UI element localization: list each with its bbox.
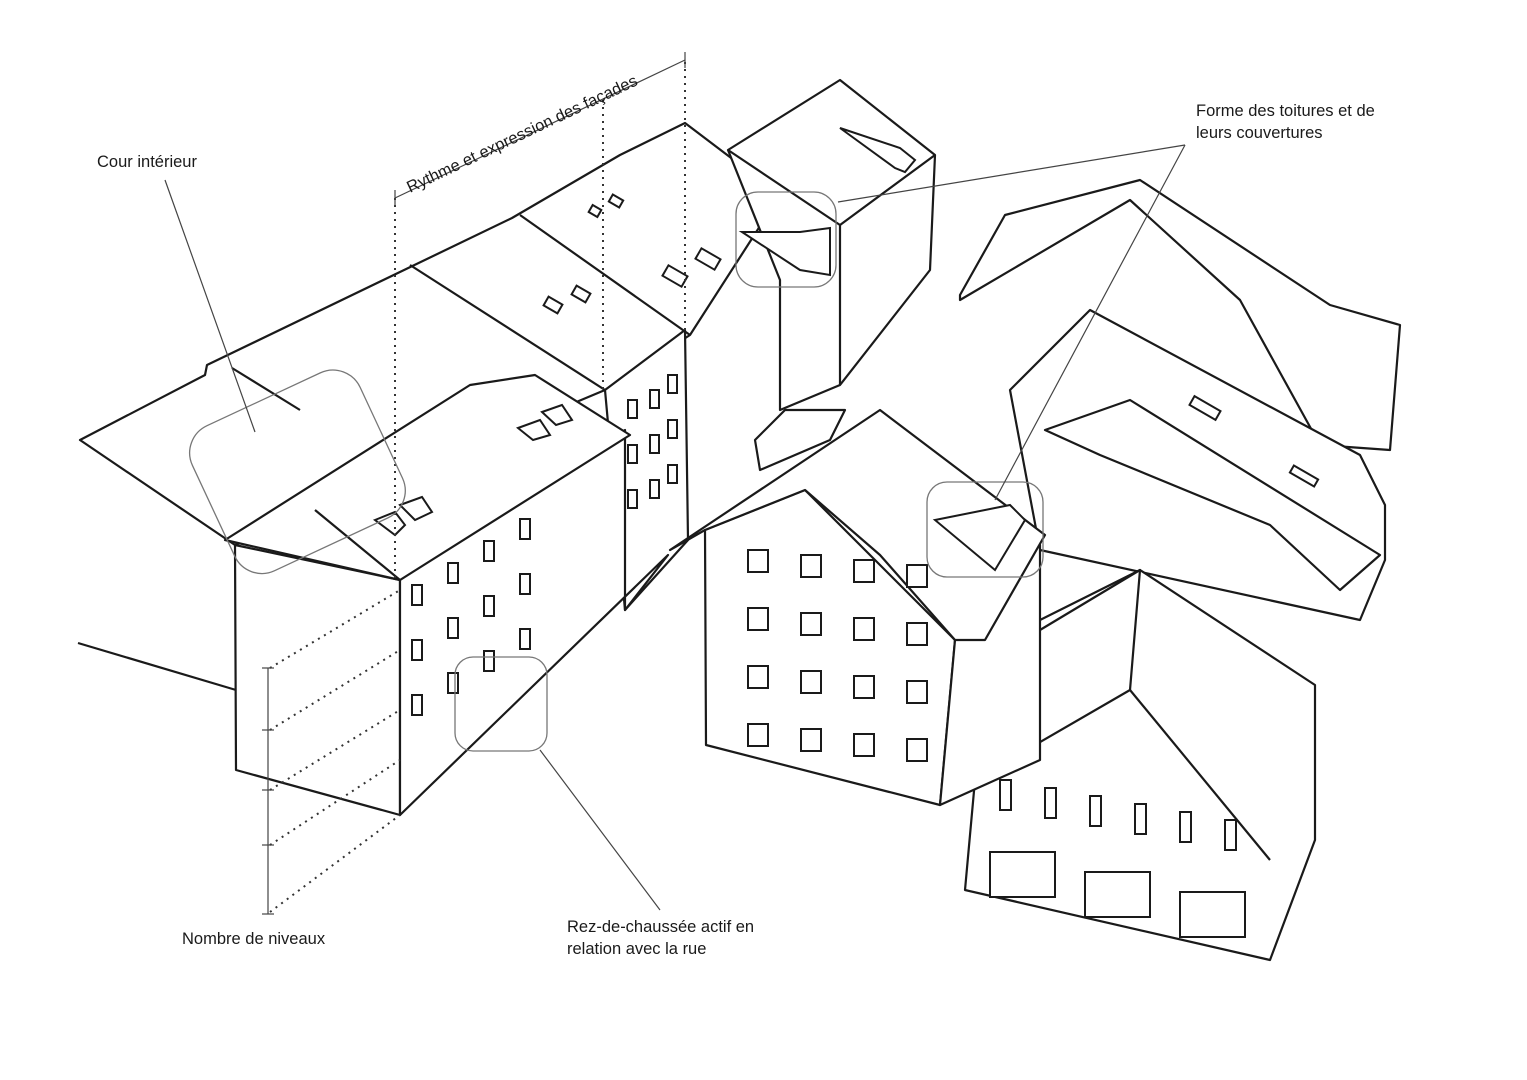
dormer — [839, 127, 917, 174]
right-roof-back — [958, 178, 1402, 452]
window — [800, 728, 822, 752]
window — [667, 419, 678, 439]
roof-ridge — [519, 214, 691, 336]
window — [906, 622, 928, 646]
window — [649, 479, 660, 499]
roof-dormer — [932, 503, 1027, 572]
callouts — [164, 144, 1186, 911]
window — [483, 650, 495, 672]
chimney-block — [753, 408, 847, 472]
window — [1044, 787, 1057, 819]
window — [411, 639, 423, 661]
window — [1134, 803, 1147, 835]
window — [447, 672, 459, 694]
window — [989, 851, 1056, 898]
window — [483, 595, 495, 617]
roof-ridge — [231, 367, 301, 411]
levels-scale — [262, 667, 274, 915]
windows-right-low — [989, 779, 1246, 938]
roof-windows — [372, 193, 1320, 537]
guide-lines — [269, 62, 686, 913]
label-courtyard: Cour intérieur — [97, 153, 197, 171]
street-line — [77, 641, 237, 692]
window — [667, 374, 678, 394]
window — [519, 518, 531, 540]
label-roofs-2: leurs couvertures — [1196, 124, 1323, 142]
window — [906, 680, 928, 704]
window — [667, 464, 678, 484]
window — [1179, 891, 1246, 938]
window — [627, 489, 638, 509]
window — [853, 675, 875, 699]
windows-right-front — [747, 549, 928, 762]
label-ground-2: relation avec la rue — [567, 940, 706, 958]
window — [800, 612, 822, 636]
window — [747, 723, 769, 747]
window — [1089, 795, 1102, 827]
window — [411, 694, 423, 716]
label-roofs-1: Forme des toitures et de — [1196, 102, 1375, 120]
window — [747, 607, 769, 631]
window — [906, 738, 928, 762]
window — [1224, 819, 1237, 851]
window — [853, 559, 875, 583]
window — [747, 665, 769, 689]
window — [906, 564, 928, 588]
window — [999, 779, 1012, 811]
label-ground-1: Rez-de-chaussée actif en — [567, 918, 754, 936]
window — [519, 573, 531, 595]
window — [519, 628, 531, 650]
roof-ridge — [409, 264, 606, 391]
label-levels: Nombre de niveaux — [182, 930, 326, 948]
right-front-roof — [668, 408, 1047, 642]
roof-edge — [314, 509, 401, 581]
right-roof-front — [1043, 398, 1382, 592]
window — [853, 733, 875, 757]
facade-dimension — [394, 52, 686, 206]
window — [1084, 871, 1151, 918]
window — [447, 562, 459, 584]
front-building-side — [233, 543, 402, 817]
window — [447, 617, 459, 639]
tower — [726, 78, 937, 412]
roof-edge — [1129, 689, 1271, 861]
window — [411, 584, 423, 606]
window — [800, 670, 822, 694]
window — [1179, 811, 1192, 843]
windows-left-front — [411, 374, 678, 716]
window — [627, 444, 638, 464]
window — [747, 549, 769, 573]
window — [483, 540, 495, 562]
window — [649, 389, 660, 409]
window — [627, 399, 638, 419]
window — [800, 554, 822, 578]
window — [853, 617, 875, 641]
window — [649, 434, 660, 454]
